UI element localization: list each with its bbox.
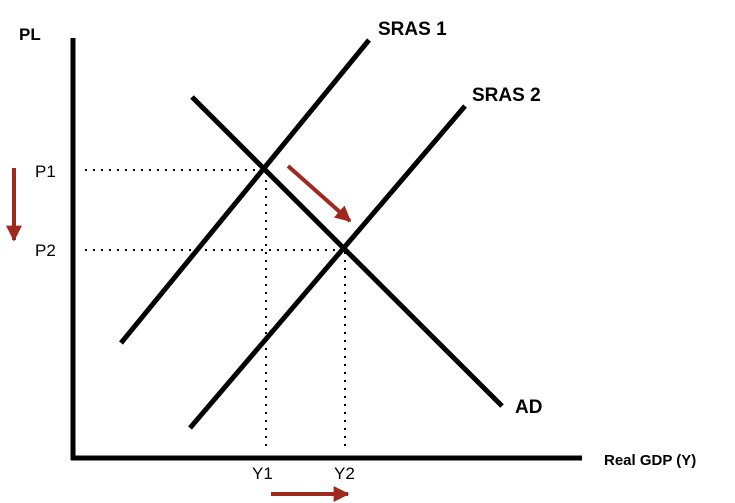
y2-label: Y2 — [334, 464, 355, 483]
sras1-label: SRAS 1 — [378, 19, 447, 40]
ad-curve — [190, 95, 504, 408]
sras1-curve — [119, 38, 371, 345]
sras2-label: SRAS 2 — [472, 85, 541, 106]
shift-arrow-sras — [286, 164, 352, 223]
y-axis-label: PL — [19, 25, 41, 44]
x-axis-label: Real GDP (Y) — [604, 452, 696, 469]
p2-label: P2 — [35, 241, 56, 260]
p1-label: P1 — [35, 162, 56, 181]
sras2-curve — [188, 104, 467, 430]
y1-label: Y1 — [252, 464, 273, 483]
ad-label: AD — [515, 397, 542, 418]
